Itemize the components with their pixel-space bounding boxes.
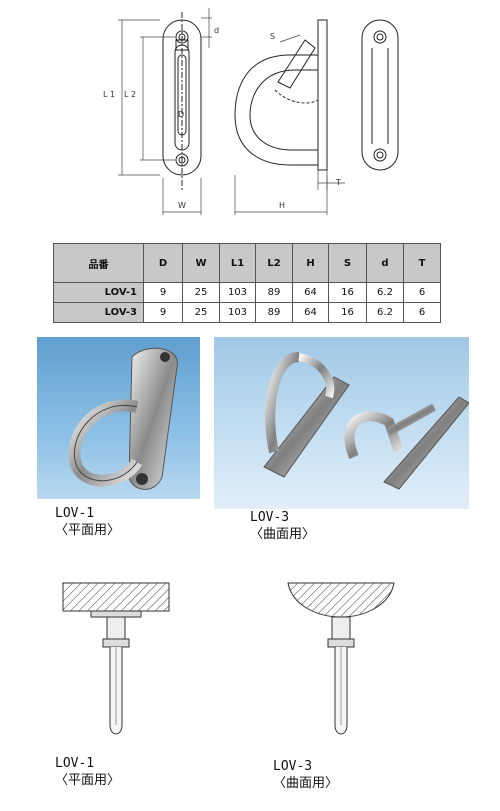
model-label: LOV-3 xyxy=(250,510,290,525)
photo-caption-lov3: LOV-3 〈曲面用〉 xyxy=(250,509,315,543)
spec-table-header-row: 品番 D W L1 L2 H S d T xyxy=(53,243,441,283)
table-cell: 89 xyxy=(255,282,293,303)
header-cell: W xyxy=(182,243,220,283)
table-cell: 25 xyxy=(182,302,220,323)
model-cell: LOV-1 xyxy=(53,282,144,303)
model-label: LOV-3 xyxy=(273,759,313,774)
mounting-diagram-flat xyxy=(62,582,170,735)
header-cell: L1 xyxy=(219,243,256,283)
table-cell: 103 xyxy=(219,302,256,323)
table-cell: 89 xyxy=(255,302,293,323)
table-cell: 25 xyxy=(182,282,220,303)
header-cell: S xyxy=(328,243,367,283)
header-cell: D xyxy=(143,243,183,283)
dim-label-w: W xyxy=(178,201,186,210)
table-cell: 9 xyxy=(143,302,183,323)
table-cell: 6.2 xyxy=(366,282,404,303)
table-cell: 64 xyxy=(292,282,329,303)
table-cell: 16 xyxy=(328,302,367,323)
use-label: 〈平面用〉 xyxy=(55,523,121,538)
table-row: LOV-1 9 25 103 89 64 16 6.2 6 xyxy=(53,282,441,303)
model-label: LOV-1 xyxy=(55,506,95,521)
table-cell: 6.2 xyxy=(366,302,404,323)
table-cell: 64 xyxy=(292,302,329,323)
use-label: 〈曲面用〉 xyxy=(273,776,339,791)
use-label: 〈平面用〉 xyxy=(55,773,121,788)
mounting-diagram-curved xyxy=(287,582,395,735)
dim-label-l1: L 1 xyxy=(103,90,116,99)
dim-label-l2: L 2 xyxy=(124,90,137,99)
table-cell: 16 xyxy=(328,282,367,303)
product-photo-lov3 xyxy=(214,337,469,509)
spec-table: 品番 D W L1 L2 H S d T LOV-1 9 25 103 89 6… xyxy=(53,243,441,323)
dim-label-d: d xyxy=(214,26,220,35)
header-cell: 品番 xyxy=(53,243,144,283)
dim-label-D: D xyxy=(178,110,185,119)
use-label: 〈曲面用〉 xyxy=(250,527,316,542)
photo-caption-lov1: LOV-1 〈平面用〉 xyxy=(55,505,120,539)
table-cell: 6 xyxy=(403,302,441,323)
header-cell: T xyxy=(403,243,441,283)
header-cell: H xyxy=(292,243,329,283)
table-cell: 6 xyxy=(403,282,441,303)
table-cell: 103 xyxy=(219,282,256,303)
mount-caption-lov3: LOV-3 〈曲面用〉 xyxy=(273,758,338,792)
dim-label-t: T xyxy=(336,178,341,187)
dim-label-s: S xyxy=(270,32,276,41)
dim-label-h: H xyxy=(279,201,286,210)
mount-caption-lov1: LOV-1 〈平面用〉 xyxy=(55,755,120,789)
header-cell: d xyxy=(366,243,404,283)
table-row: LOV-3 9 25 103 89 64 16 6.2 6 xyxy=(53,302,441,323)
technical-drawing xyxy=(118,8,399,215)
product-photo-lov1 xyxy=(37,337,200,499)
table-cell: 9 xyxy=(143,282,183,303)
model-label: LOV-1 xyxy=(55,756,95,771)
model-cell: LOV-3 xyxy=(53,302,144,323)
header-cell: L2 xyxy=(255,243,293,283)
